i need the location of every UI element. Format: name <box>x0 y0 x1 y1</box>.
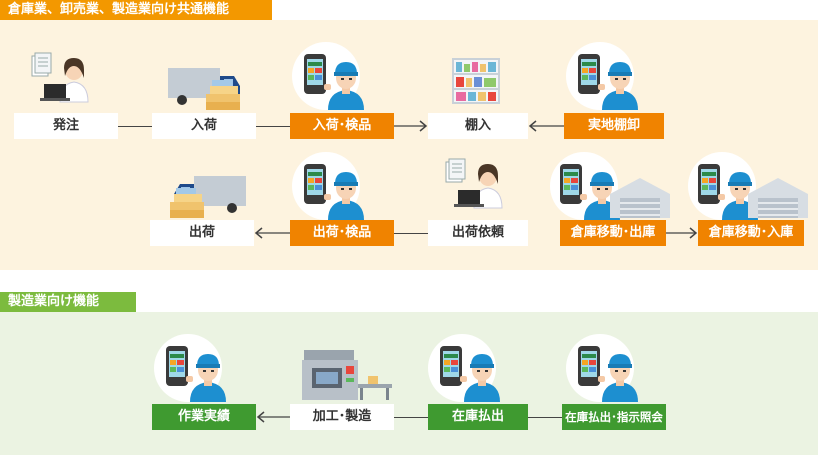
connector <box>118 126 152 127</box>
step-work-results: 作業実績 <box>152 404 256 430</box>
handheld-worker-icon <box>578 346 638 402</box>
step-shipping-request: 出荷依頼 <box>428 220 528 246</box>
step-receiving-inspection: 入荷･検品 <box>290 113 394 139</box>
handheld-worker-icon <box>304 164 364 220</box>
step-stock-issue: 在庫払出 <box>428 404 528 430</box>
step-transfer-in: 倉庫移動･入庫 <box>698 220 804 246</box>
section-manufacturing-background <box>0 312 818 455</box>
section-common-background <box>0 20 818 270</box>
handheld-worker-icon <box>166 346 226 402</box>
step-receiving: 入荷 <box>152 113 256 139</box>
warehouse-icon <box>609 177 671 219</box>
connector <box>256 126 290 127</box>
step-shipping: 出荷 <box>150 220 254 246</box>
office-order-icon <box>31 52 89 103</box>
step-stocktaking: 実地棚卸 <box>564 113 664 139</box>
step-transfer-out: 倉庫移動･出庫 <box>560 220 666 246</box>
shelf-icon <box>452 58 500 104</box>
shipping-truck-icon <box>170 176 246 218</box>
step-processing: 加工･製造 <box>290 404 394 430</box>
step-shipping-inspection: 出荷･検品 <box>290 220 394 246</box>
arrow-right <box>394 120 428 132</box>
step-stock-issue-check: 在庫払出･指示照会 <box>562 404 666 430</box>
office-request-icon <box>445 158 503 209</box>
step-order: 発注 <box>14 113 118 139</box>
handheld-worker-icon <box>440 346 500 402</box>
arrow-left <box>254 227 290 239</box>
arrow-left <box>528 120 564 132</box>
warehouse-icon <box>747 177 809 219</box>
section-manufacturing-title: 製造業向け機能 <box>0 292 136 312</box>
connector <box>394 417 428 418</box>
receiving-truck-icon <box>168 68 240 110</box>
arrow-right <box>666 227 698 239</box>
step-shelving: 棚入 <box>428 113 528 139</box>
connector <box>394 233 428 234</box>
connector <box>528 417 562 418</box>
arrow-left <box>256 411 290 423</box>
handheld-worker-icon <box>304 54 364 110</box>
section-common-title: 倉庫業、卸売業、製造業向け共通機能 <box>0 0 272 20</box>
machine-icon <box>302 350 392 400</box>
handheld-worker-icon <box>578 54 638 110</box>
